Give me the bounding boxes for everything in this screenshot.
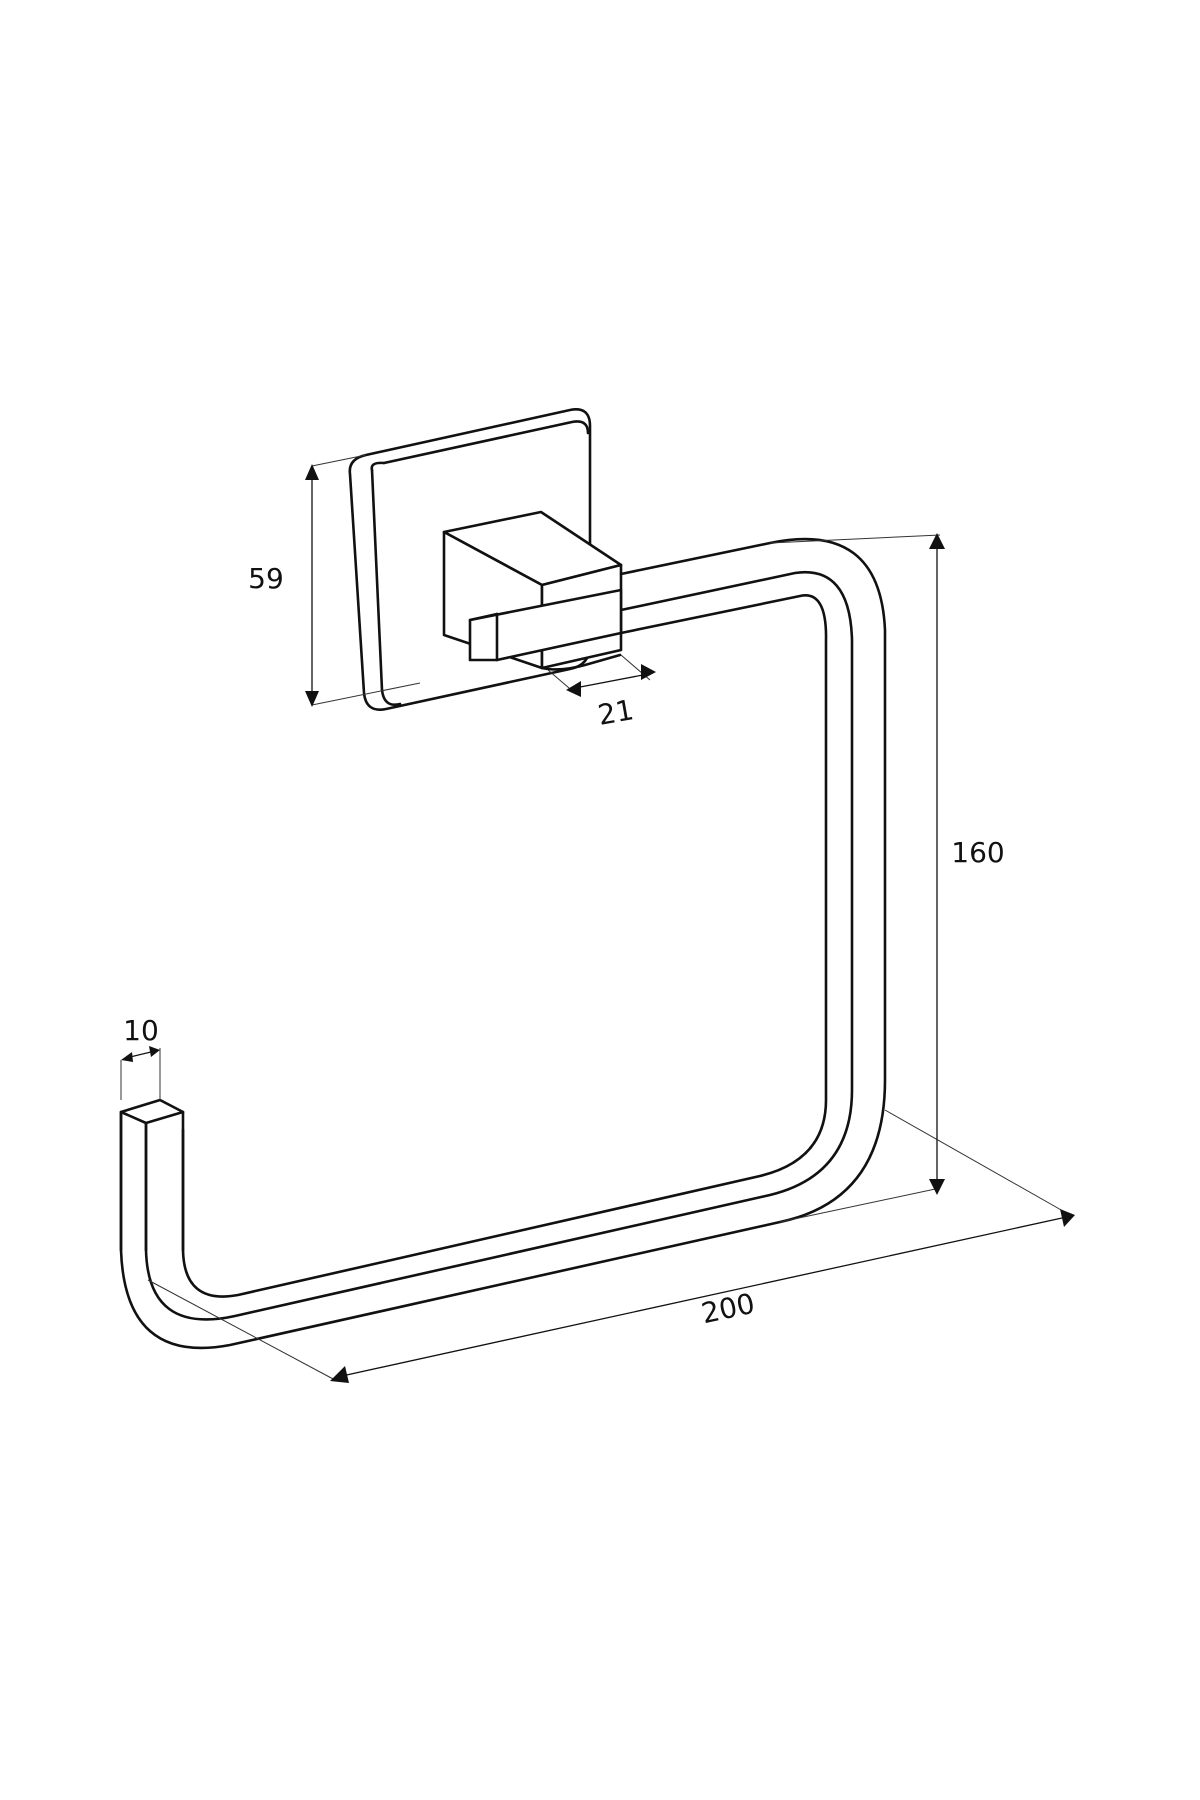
dimension-bar-width: 10 [121,1014,160,1062]
dimension-label-21: 21 [595,693,636,732]
dimension-ring-width: 200 [330,1209,1075,1383]
dimension-arm-depth: 21 [566,664,656,732]
dimension-base-height: 59 [248,464,319,707]
extension-lines [120,454,1071,1381]
dimension-label-200: 200 [699,1287,758,1330]
dimension-label-160: 160 [951,836,1004,869]
dimension-label-10: 10 [123,1014,159,1047]
ring-bar [119,537,887,1350]
dimension-ring-height: 160 [929,533,1005,1195]
dimension-label-59: 59 [248,562,284,595]
